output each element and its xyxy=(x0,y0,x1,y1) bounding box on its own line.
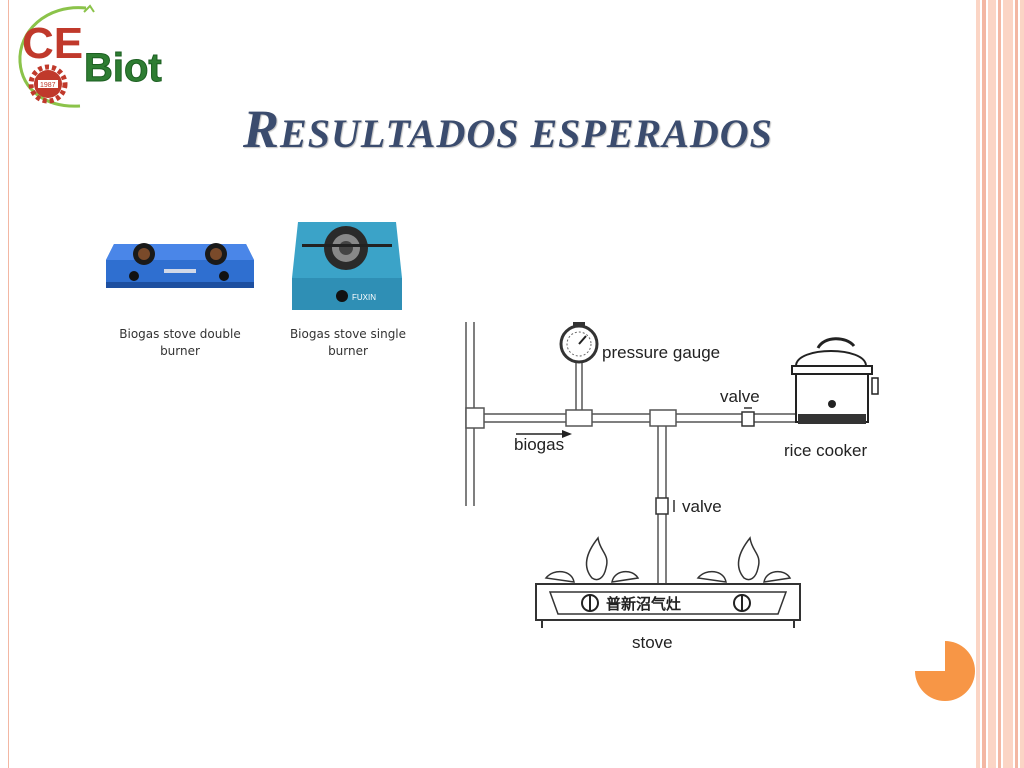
double-burner-stove-image xyxy=(106,243,254,288)
label-valve-top: valve xyxy=(720,387,760,406)
label-biogas: biogas xyxy=(514,435,564,454)
label-pressure-gauge: pressure gauge xyxy=(602,343,720,362)
pressure-gauge-icon xyxy=(559,322,599,364)
biogas-system-diagram: pressure gauge valve biogas rice cooker xyxy=(465,322,879,652)
stove-brand-label: FUXIN xyxy=(352,293,376,302)
double-burner-caption-line1: Biogas stove double xyxy=(119,327,241,341)
valve-icon xyxy=(655,497,675,515)
double-burner-caption-line2: burner xyxy=(160,344,200,358)
logo-text-biot: Biot xyxy=(84,46,162,90)
rice-cooker-icon xyxy=(791,337,879,424)
logo-text-ce: CE xyxy=(22,19,83,68)
slide-left-border xyxy=(8,0,9,768)
valve-icon xyxy=(741,407,755,427)
flow-arrow-icon xyxy=(516,430,572,438)
gear-emblem-icon: 1987 xyxy=(28,64,68,104)
single-burner-caption-line2: burner xyxy=(328,344,368,358)
label-stove: stove xyxy=(632,633,673,652)
single-burner-stove-image: FUXIN xyxy=(292,222,402,310)
gauge-tee xyxy=(565,409,593,427)
stove-body: 普新沼气灶 xyxy=(535,583,801,628)
double-burner-caption: Biogas stove double burner xyxy=(100,326,260,360)
cebiot-logo: CE Biot 1987 xyxy=(18,4,162,108)
page-title-initial: R xyxy=(243,99,281,159)
stove-tee xyxy=(649,409,677,427)
label-rice-cooker: rice cooker xyxy=(784,441,867,460)
single-burner-caption-line1: Biogas stove single xyxy=(289,327,407,341)
page-title: RESULTADOS ESPERADOS xyxy=(243,98,933,160)
flame-icon xyxy=(585,536,760,581)
stove-panel-text: 普新沼气灶 xyxy=(606,595,681,613)
label-valve-mid: valve xyxy=(682,497,722,516)
decorative-stripes xyxy=(976,0,1024,768)
decorative-quarter-circle-icon xyxy=(915,641,975,701)
logo-emblem-year: 1987 xyxy=(40,82,56,89)
page-title-rest: ESULTADOS ESPERADOS xyxy=(280,111,773,156)
single-burner-caption: Biogas stove single burner xyxy=(276,326,420,360)
